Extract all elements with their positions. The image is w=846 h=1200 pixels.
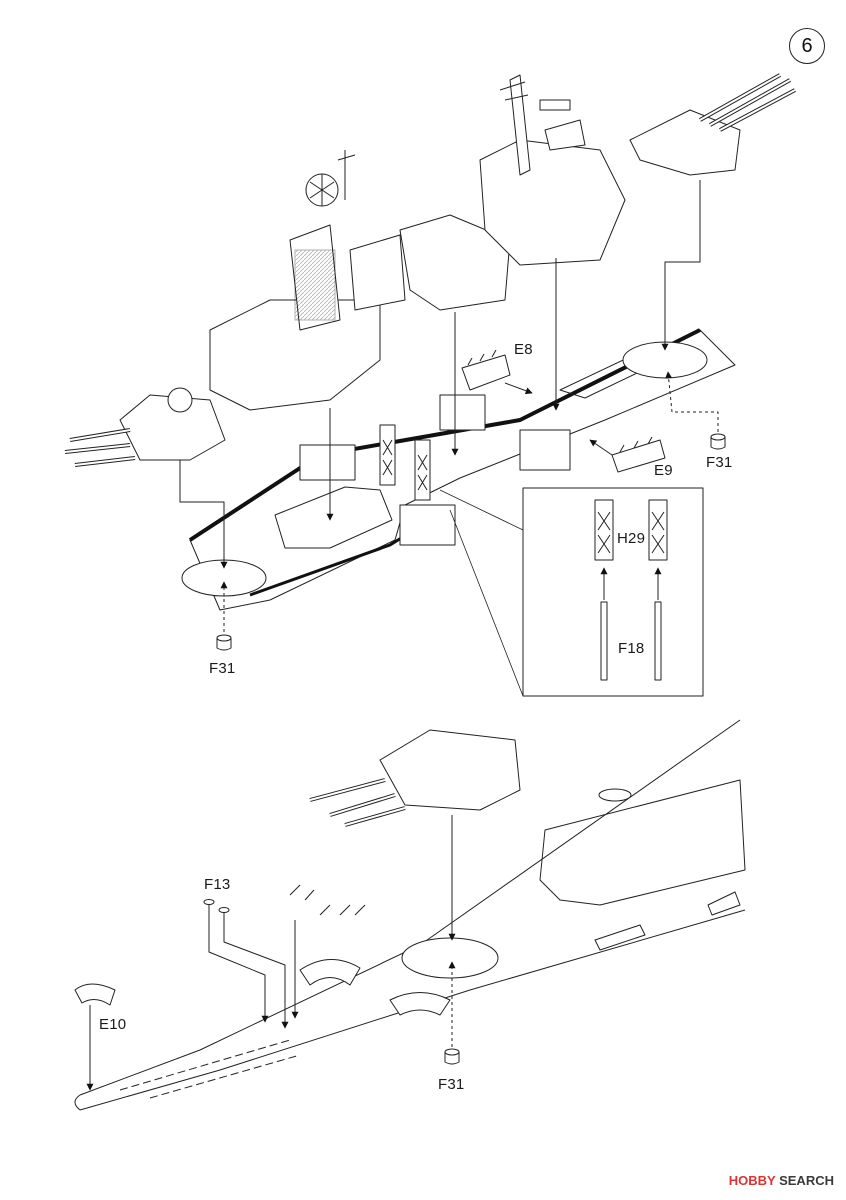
arrow-f31-right [665, 371, 719, 432]
deck-gun-tub [299, 444, 356, 481]
deck-funnel-left [379, 424, 396, 486]
top-left-turret [64, 387, 226, 467]
deck-gun-tub [439, 394, 486, 431]
f31-pin-right [710, 433, 726, 450]
f18-rod-left [600, 601, 608, 681]
deck-fitting [389, 992, 451, 1016]
aa-guns-bow [289, 884, 366, 916]
part-e8 [461, 349, 511, 391]
part-e10 [74, 983, 116, 1006]
deck-fitting [594, 924, 646, 951]
label-e9: E9 [654, 462, 673, 479]
f31-pin-left [216, 634, 232, 651]
f18-rod-right [654, 601, 662, 681]
label-e8: E8 [514, 341, 533, 358]
label-f31-right: F31 [706, 454, 733, 471]
upper-deck-piece [188, 328, 736, 611]
h29-part-left [594, 499, 614, 561]
part-e9 [611, 436, 666, 473]
label-f31-left: F31 [209, 660, 236, 677]
watermark: HOBBY SEARCH [729, 1173, 834, 1188]
deck-gun-tub [399, 504, 456, 546]
arrow-f13 [208, 915, 269, 1023]
deck-gun-tub [519, 429, 571, 471]
label-f18: F18 [618, 640, 645, 657]
top-right-turret [629, 73, 796, 176]
arrow-e9 [589, 439, 613, 456]
f13-pins [203, 899, 230, 923]
h29-part-right [648, 499, 668, 561]
inset-leader [439, 489, 524, 697]
bottom-turret [309, 729, 521, 827]
bow-turret-ring [401, 937, 499, 979]
arrow-f13-b [223, 923, 289, 1029]
label-f13: F13 [204, 876, 231, 893]
label-f31-bottom: F31 [438, 1076, 465, 1093]
label-h29: H29 [617, 530, 646, 547]
mid-superstructure [349, 214, 511, 311]
arrow-left-turret [179, 460, 228, 569]
forward-superstructure [479, 74, 626, 266]
f31-pin-bottom [444, 1048, 460, 1065]
deck-funnel-right [414, 439, 431, 501]
aft-superstructure [209, 150, 381, 411]
bow-deck-piece [74, 719, 746, 1111]
step-number: 6 [789, 28, 825, 64]
watermark-brand: HOBBY [728, 1173, 776, 1188]
label-e10: E10 [99, 1016, 127, 1033]
arrow-right-turret [661, 180, 701, 351]
deck-fitting [707, 891, 741, 916]
watermark-suffix: SEARCH [779, 1173, 834, 1188]
deck-capstan [598, 788, 632, 802]
deck-fitting [299, 959, 361, 986]
arrow-e8 [504, 382, 533, 395]
